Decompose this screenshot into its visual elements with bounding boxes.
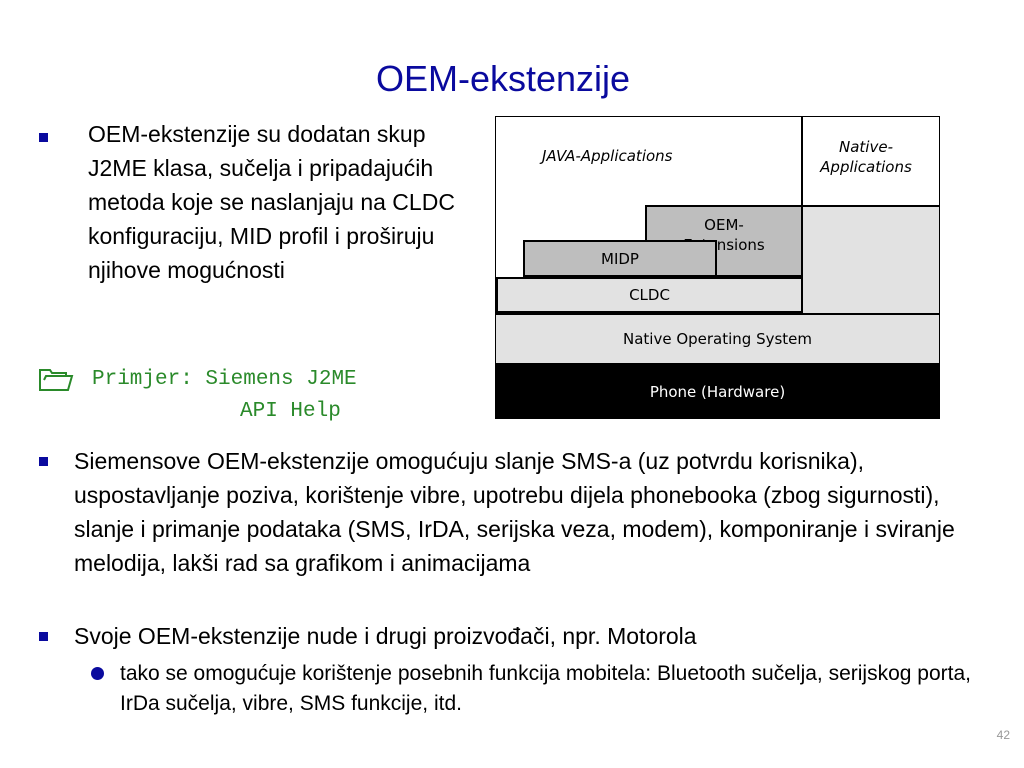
hardware-block: Phone (Hardware) (496, 365, 939, 418)
link-line-1: Primjer: Siemens J2ME (92, 368, 357, 391)
midp-label: MIDP (601, 249, 639, 268)
sub-bullet-text-phone-functions: tako se omogućuje korištenje posebnih fu… (120, 662, 971, 715)
hardware-label: Phone (Hardware) (649, 382, 786, 401)
siemens-api-help-link[interactable]: Primjer: Siemens J2ME API Help (92, 364, 462, 428)
bullet-marker (39, 632, 48, 641)
bullet-marker (39, 457, 48, 466)
page-number: 42 (996, 728, 1010, 742)
midp-block: MIDP (523, 240, 717, 277)
page-title: OEM-ekstenzije (375, 58, 631, 99)
bullet-text-other-manufacturers: Svoje OEM-ekstenzije nude i drugi proizv… (74, 623, 697, 649)
folder-icon (39, 369, 74, 391)
native-os-label: Native Operating System (622, 330, 813, 348)
native-applications-label: Native-Applications (820, 138, 912, 176)
cldc-block: CLDC (496, 277, 803, 313)
link-line-2: API Help (240, 400, 341, 423)
native-applications-box (801, 117, 803, 205)
bullet-marker (39, 133, 48, 142)
architecture-diagram: JAVA-Applications Native-Applications OE… (495, 116, 940, 419)
sub-bullet-marker (91, 667, 104, 680)
bullet-text-oem-definition: OEM-ekstenzije su dodatan skup J2ME klas… (88, 121, 455, 283)
native-os-block: Native Operating System (496, 313, 939, 365)
bullet-text-siemens-extensions: Siemensove OEM-ekstenzije omogućuju slan… (74, 448, 955, 576)
java-applications-label: JAVA-Applications (542, 147, 673, 165)
cldc-label: CLDC (629, 286, 670, 304)
